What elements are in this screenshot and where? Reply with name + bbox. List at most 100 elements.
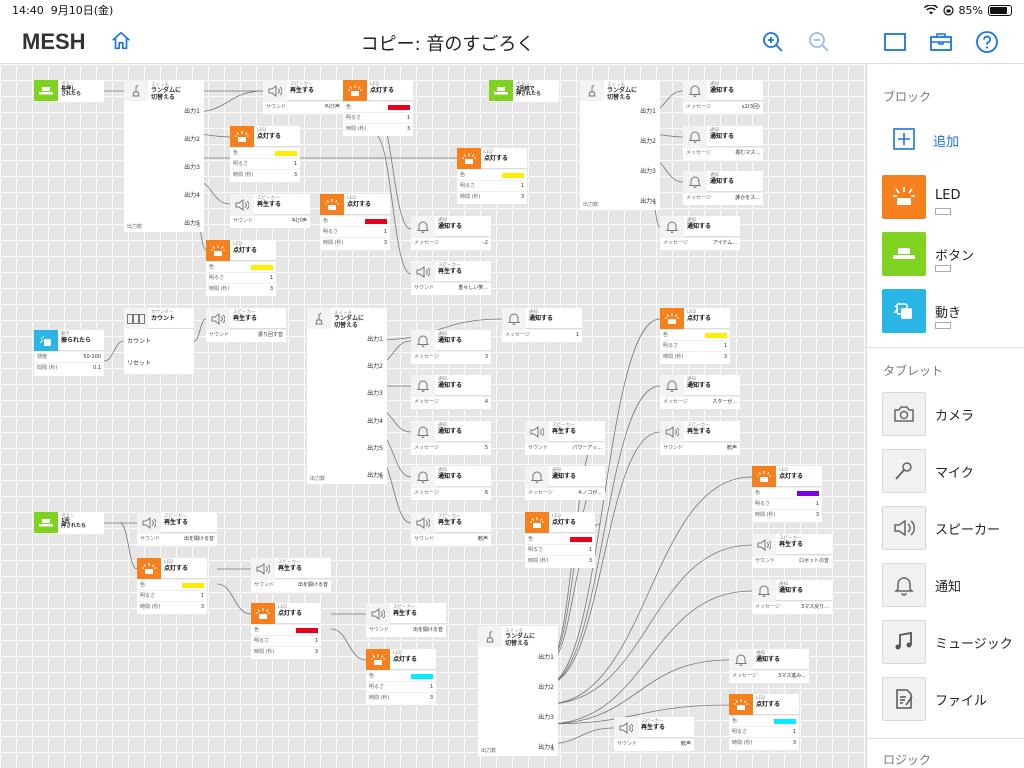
counter-block[interactable]: カウンターカウント カウント リセット (124, 308, 194, 374)
notify-block[interactable]: 通知通知する メッセージアイテム... (660, 216, 740, 250)
switch-output-label: 出力1 (184, 108, 200, 115)
led-icon (251, 603, 275, 624)
add-label: 追加 (933, 135, 960, 150)
switch-output-label: 出力4 (538, 744, 554, 751)
speaker-block[interactable]: スピーカー再生する サウンド叫び声 (230, 194, 310, 228)
switch-icon (307, 308, 331, 329)
bell-icon (729, 649, 753, 670)
led-icon (752, 466, 776, 487)
switch-output-label: 出力2 (538, 684, 554, 691)
app-header: MESH コピー: 音のすごろく (0, 20, 1024, 64)
switch-output-label: 出力3 (640, 168, 656, 175)
notify-block[interactable]: 通知通知する メッセージ-2 (411, 216, 491, 250)
zoom-out-icon[interactable] (807, 30, 831, 54)
battery-icon (935, 265, 951, 272)
speaker-block[interactable]: スピーカー再生する サウンド歓声 (411, 512, 491, 546)
speaker-block[interactable]: スピーカー再生する サウンド叫び声 (263, 80, 343, 114)
app-logo: MESH (22, 29, 86, 54)
notify-block[interactable]: 通知通知する メッセージ誰かをス... (683, 171, 763, 205)
led-icon (137, 558, 161, 579)
speaker-block[interactable]: スピーカー再生する サウンド振り回す音 (206, 308, 286, 342)
notify-block[interactable]: 通知通知する メッセージスターが... (660, 375, 740, 409)
help-icon[interactable] (975, 30, 999, 54)
wifi-icon (923, 5, 938, 15)
led-icon (729, 694, 753, 715)
speaker-icon (525, 421, 549, 442)
switch-icon (580, 80, 604, 101)
switch-output-label: 出力5 (367, 444, 383, 452)
switch-output-label: 出力3 (367, 390, 383, 398)
speaker-block[interactable]: スピーカー再生する サウンド出を開ける音 (137, 512, 217, 546)
speaker-block[interactable]: スピーカー再生する サウンド歓声 (660, 421, 740, 455)
led-icon (882, 175, 926, 219)
speaker-icon (263, 80, 287, 101)
switch-output-label: 出力1 (367, 336, 383, 343)
add-block-button[interactable]: 追加 (889, 128, 1009, 152)
speaker-block[interactable]: スピーカー再生する サウンドロボットの音 (752, 534, 832, 568)
speaker-block[interactable]: スピーカー再生する サウンド出を開ける音 (251, 558, 331, 592)
wire (330, 628, 367, 661)
zoom-in-icon[interactable] (761, 30, 785, 54)
notify-block[interactable]: 通知通知する メッセージ振むマス... (683, 126, 763, 160)
bell-icon (525, 466, 549, 487)
button-block[interactable]: ボタン長押しされたら (34, 80, 104, 102)
battery-icon (988, 4, 1012, 16)
speaker-icon (251, 558, 275, 579)
speaker-block[interactable]: スピーカー再生する サウンドパワーアッ... (525, 421, 605, 455)
switch-output-label: 出力1 (640, 108, 656, 115)
speaker-icon (230, 194, 254, 215)
speaker-block[interactable]: スピーカー再生する サウンド重々しい笑... (411, 261, 491, 295)
switch-output-label: 出力1 (538, 654, 554, 661)
tablet-label: マイク (935, 466, 974, 481)
speaker-block[interactable]: スピーカー再生する サウンド歓声 (614, 717, 694, 751)
lock-rotation-icon (942, 4, 954, 16)
battery-percent: 85% (958, 3, 983, 17)
button-icon (882, 232, 926, 276)
home-icon[interactable] (110, 30, 132, 52)
speaker-icon (411, 261, 435, 282)
toolbox-icon[interactable] (929, 30, 953, 54)
divider (867, 738, 1024, 739)
bell-icon (411, 375, 435, 396)
speaker-block[interactable]: スピーカー再生する サウンド出を開ける音 (366, 603, 446, 637)
wire (103, 340, 125, 362)
led-icon (525, 512, 549, 533)
button-icon (34, 80, 58, 101)
status-date: 9月10日(金) (50, 4, 114, 17)
wire (375, 318, 503, 341)
bell-icon (882, 563, 926, 607)
panel-icon[interactable] (883, 30, 907, 54)
bell-icon (411, 216, 435, 237)
wire (546, 318, 661, 685)
notify-block[interactable]: 通知通知する メッセージキノコが... (525, 466, 605, 500)
bell-icon (660, 375, 684, 396)
